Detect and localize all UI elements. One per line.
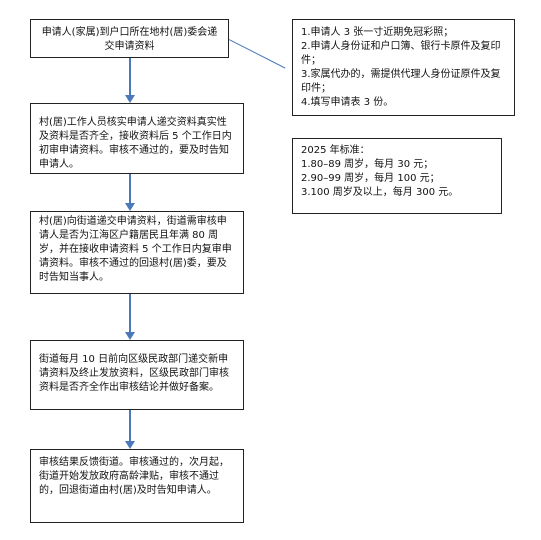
materials-item: 3.家属代办的，需提供代理人身份证原件及复印件； (301, 69, 501, 94)
flow-step-3: 村(居)向街道递交申请资料，街道需审核申请人是否为江海区户籍居民且年满 80 周… (30, 211, 244, 294)
flow-step-1-text: 申请人(家属)到户口所在地村(居)委会递交申请资料 (41, 27, 218, 52)
standard-title: 2025 年标准： (301, 145, 370, 156)
flow-step-4: 街道每月 10 日前向区级民政部门递交新申请资料及终止发放资料，区级民政部门审核… (30, 340, 244, 410)
arrow-3-shaft (129, 294, 131, 332)
standard-item: 3.100 周岁及以上，每月 300 元。 (301, 187, 459, 198)
flow-step-1: 申请人(家属)到户口所在地村(居)委会递交申请资料 (30, 19, 229, 58)
flow-step-5-text: 审核结果反馈街道。审核通过的，次月起，街道开始发放政府高龄津贴，审核不通过的，回… (39, 457, 229, 496)
arrow-1-shaft (129, 58, 131, 95)
arrow-4-head (125, 441, 135, 449)
flow-step-2: 村(居)工作人员核实申请人递交资料真实性及资料是否齐全，接收资料后 5 个工作日… (30, 103, 244, 174)
materials-item: 2.申请人身份证和户口簿、银行卡原件及复印件； (301, 41, 501, 66)
standard-item: 2.90–99 周岁，每月 100 元； (301, 173, 440, 184)
materials-connector (228, 39, 286, 69)
arrow-3-head (125, 332, 135, 340)
flow-step-3-text: 村(居)向街道递交申请资料，街道需审核申请人是否为江海区户籍居民且年满 80 周… (39, 216, 232, 283)
flow-step-5: 审核结果反馈街道。审核通过的，次月起，街道开始发放政府高龄津贴，审核不通过的，回… (30, 449, 244, 523)
arrow-2-head (125, 203, 135, 211)
materials-item: 1.申请人 3 张一寸近期免冠彩照； (301, 27, 454, 38)
flow-step-2-text: 村(居)工作人员核实申请人递交资料真实性及资料是否齐全，接收资料后 5 个工作日… (39, 117, 232, 170)
arrow-4-shaft (129, 410, 131, 441)
standard-box: 2025 年标准： 1.80–89 周岁，每月 30 元； 2.90–99 周岁… (292, 138, 502, 214)
flow-step-4-text: 街道每月 10 日前向区级民政部门递交新申请资料及终止发放资料，区级民政部门审核… (39, 354, 229, 393)
materials-item: 4.填写申请表 3 份。 (301, 97, 394, 108)
arrow-2-shaft (129, 174, 131, 203)
arrow-1-head (125, 95, 135, 103)
standard-item: 1.80–89 周岁，每月 30 元； (301, 159, 434, 170)
materials-box: 1.申请人 3 张一寸近期免冠彩照； 2.申请人身份证和户口簿、银行卡原件及复印… (292, 19, 515, 116)
